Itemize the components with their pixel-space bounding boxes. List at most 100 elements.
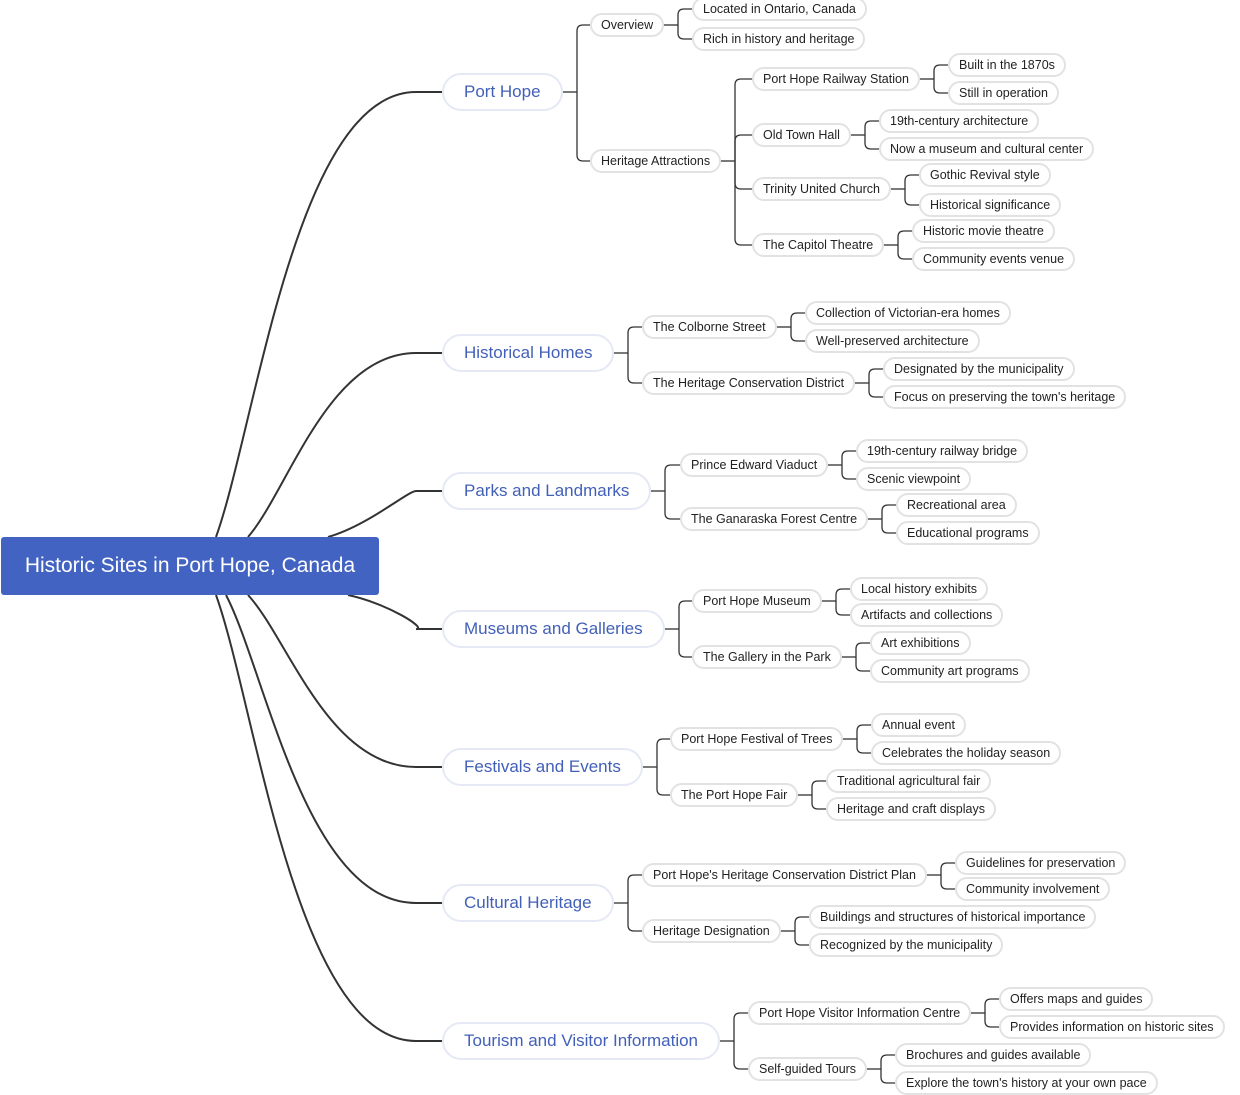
bracket-port-hope-visitor-information-centre-link-1 bbox=[984, 1013, 999, 1028]
subtopic-port-hope-festival-of-trees[interactable]: Port Hope Festival of Trees bbox=[670, 727, 844, 751]
detail-celebrates-the-holiday-season[interactable]: Celebrates the holiday season bbox=[871, 741, 1062, 765]
attraction-port-hope-railway-station[interactable]: Port Hope Railway Station bbox=[752, 67, 920, 91]
detail-local-history-exhibits[interactable]: Local history exhibits bbox=[850, 577, 989, 601]
bracket-port-hope-visitor-information-centre-link-0 bbox=[984, 998, 999, 1013]
bracket-prince-edward-viaduct-link-1 bbox=[841, 465, 856, 480]
bracket-old-town-hall-link-0 bbox=[864, 120, 879, 135]
topic-festivals-and-events[interactable]: Festivals and Events bbox=[442, 748, 643, 786]
bracket-cultural-heritage-link-1 bbox=[627, 903, 642, 932]
subtopic-heritage-attractions[interactable]: Heritage Attractions bbox=[590, 149, 722, 173]
edge-root-to-tourism-and-visitor-information bbox=[215, 594, 442, 1042]
detail-19th-century-railway-bridge[interactable]: 19th-century railway bridge bbox=[856, 439, 1029, 463]
topic-cultural-heritage[interactable]: Cultural Heritage bbox=[442, 884, 614, 922]
bracket-festivals-and-events-link-0 bbox=[656, 738, 670, 767]
bracket-port-hope-festival-of-trees-link-1 bbox=[856, 739, 871, 754]
root-topic[interactable]: Historic Sites in Port Hope, Canada bbox=[1, 537, 379, 595]
bracket-the-colborne-street-link-0 bbox=[790, 312, 805, 327]
subtopic-port-hope-s-heritage-conservation-district-plan[interactable]: Port Hope's Heritage Conservation Distri… bbox=[642, 863, 927, 887]
topic-port-hope[interactable]: Port Hope bbox=[442, 73, 563, 111]
detail-explore-the-town-s-history-at-your-own-pace[interactable]: Explore the town's history at your own p… bbox=[895, 1071, 1158, 1095]
detail-buildings-and-structures-of-historical-importance[interactable]: Buildings and structures of historical i… bbox=[809, 905, 1097, 929]
detail-scenic-viewpoint[interactable]: Scenic viewpoint bbox=[856, 467, 972, 491]
attraction-old-town-hall[interactable]: Old Town Hall bbox=[752, 123, 851, 147]
detail-art-exhibitions[interactable]: Art exhibitions bbox=[870, 631, 971, 655]
bracket-the-ganaraska-forest-centre-link-1 bbox=[881, 519, 896, 534]
detail-community-art-programs[interactable]: Community art programs bbox=[870, 659, 1030, 683]
subtopic-the-gallery-in-the-park[interactable]: The Gallery in the Park bbox=[692, 645, 842, 669]
detail-brochures-and-guides-available[interactable]: Brochures and guides available bbox=[895, 1043, 1092, 1067]
bracket-museums-and-galleries-link-0 bbox=[678, 600, 692, 629]
bracket-heritage-designation-link-0 bbox=[794, 916, 809, 931]
subtopic-prince-edward-viaduct[interactable]: Prince Edward Viaduct bbox=[680, 453, 829, 477]
bracket-port-hope-museum-link-1 bbox=[835, 601, 850, 616]
detail-collection-of-victorian-era-homes[interactable]: Collection of Victorian-era homes bbox=[805, 301, 1011, 325]
bracket-old-town-hall-link-1 bbox=[864, 135, 879, 150]
subtopic-port-hope-visitor-information-centre[interactable]: Port Hope Visitor Information Centre bbox=[748, 1001, 972, 1025]
topic-historical-homes[interactable]: Historical Homes bbox=[442, 334, 615, 372]
edge-root-to-museums-and-galleries bbox=[347, 594, 442, 630]
edge-root-to-parks-and-landmarks bbox=[327, 490, 442, 538]
detail-gothic-revival-style[interactable]: Gothic Revival style bbox=[919, 163, 1051, 187]
detail-guidelines-for-preservation[interactable]: Guidelines for preservation bbox=[955, 851, 1127, 875]
detail-provides-information-on-historic-sites[interactable]: Provides information on historic sites bbox=[999, 1015, 1225, 1039]
subtopic-self-guided-tours[interactable]: Self-guided Tours bbox=[748, 1057, 868, 1081]
detail-offers-maps-and-guides[interactable]: Offers maps and guides bbox=[999, 987, 1154, 1011]
detail-well-preserved-architecture[interactable]: Well-preserved architecture bbox=[805, 329, 980, 353]
bracket-the-port-hope-fair-link-1 bbox=[811, 795, 826, 810]
detail-artifacts-and-collections[interactable]: Artifacts and collections bbox=[850, 603, 1004, 627]
detail-community-events-venue[interactable]: Community events venue bbox=[912, 247, 1076, 271]
detail-rich-in-history-and-heritage[interactable]: Rich in history and heritage bbox=[692, 27, 866, 51]
detail-recreational-area[interactable]: Recreational area bbox=[896, 493, 1017, 517]
bracket-the-capitol-theatre-link-1 bbox=[897, 245, 912, 260]
bracket-tourism-and-visitor-information-link-1 bbox=[733, 1041, 748, 1070]
bracket-self-guided-tours-link-0 bbox=[880, 1054, 895, 1069]
detail-19th-century-architecture[interactable]: 19th-century architecture bbox=[879, 109, 1040, 133]
detail-community-involvement[interactable]: Community involvement bbox=[955, 877, 1111, 901]
detail-built-in-the-1870s[interactable]: Built in the 1870s bbox=[948, 53, 1066, 77]
bracket-port-hope-railway-station-link-1 bbox=[933, 79, 948, 94]
bracket-the-gallery-in-the-park-link-1 bbox=[855, 657, 870, 672]
bracket-port-hope-museum-link-0 bbox=[835, 588, 850, 601]
subtopic-heritage-designation[interactable]: Heritage Designation bbox=[642, 919, 781, 943]
detail-historical-significance[interactable]: Historical significance bbox=[919, 193, 1062, 217]
subtopic-the-port-hope-fair[interactable]: The Port Hope Fair bbox=[670, 783, 799, 807]
bracket-historical-homes-link-0 bbox=[627, 326, 642, 353]
bracket-cultural-heritage-link-0 bbox=[627, 874, 642, 903]
detail-focus-on-preserving-the-town-s-heritage[interactable]: Focus on preserving the town's heritage bbox=[883, 385, 1127, 409]
detail-heritage-and-craft-displays[interactable]: Heritage and craft displays bbox=[826, 797, 996, 821]
bracket-prince-edward-viaduct-link-0 bbox=[841, 450, 856, 465]
detail-annual-event[interactable]: Annual event bbox=[871, 713, 966, 737]
detail-recognized-by-the-municipality[interactable]: Recognized by the municipality bbox=[809, 933, 1004, 957]
bracket-the-port-hope-fair-link-0 bbox=[811, 780, 826, 795]
bracket-overview-link-0 bbox=[677, 8, 692, 25]
bracket-festivals-and-events-link-1 bbox=[656, 767, 670, 796]
attraction-trinity-united-church[interactable]: Trinity United Church bbox=[752, 177, 891, 201]
bracket-port-hope-link-1 bbox=[576, 92, 590, 162]
subtopic-port-hope-museum[interactable]: Port Hope Museum bbox=[692, 589, 822, 613]
bracket-self-guided-tours-link-1 bbox=[880, 1069, 895, 1084]
detail-still-in-operation[interactable]: Still in operation bbox=[948, 81, 1059, 105]
subtopic-overview[interactable]: Overview bbox=[590, 13, 665, 37]
attraction-the-capitol-theatre[interactable]: The Capitol Theatre bbox=[752, 233, 885, 257]
topic-museums-and-galleries[interactable]: Museums and Galleries bbox=[442, 610, 665, 648]
detail-now-a-museum-and-cultural-center[interactable]: Now a museum and cultural center bbox=[879, 137, 1095, 161]
bracket-tourism-and-visitor-information-link-0 bbox=[733, 1012, 748, 1041]
subtopic-the-ganaraska-forest-centre[interactable]: The Ganaraska Forest Centre bbox=[680, 507, 869, 531]
topic-tourism-and-visitor-information[interactable]: Tourism and Visitor Information bbox=[442, 1022, 721, 1060]
bracket-heritage-attractions-link-0 bbox=[734, 78, 752, 161]
detail-traditional-agricultural-fair[interactable]: Traditional agricultural fair bbox=[826, 769, 992, 793]
bracket-port-hope-railway-station-link-0 bbox=[933, 64, 948, 79]
bracket-heritage-attractions-link-1 bbox=[734, 134, 752, 161]
topic-parks-and-landmarks[interactable]: Parks and Landmarks bbox=[442, 472, 652, 510]
edge-root-to-historical-homes bbox=[247, 352, 442, 538]
bracket-heritage-attractions-link-2 bbox=[734, 161, 752, 190]
bracket-port-hope-s-heritage-conservation-district-plan-link-0 bbox=[940, 862, 955, 875]
bracket-trinity-united-church-link-0 bbox=[904, 174, 919, 189]
subtopic-the-heritage-conservation-district[interactable]: The Heritage Conservation District bbox=[642, 371, 856, 395]
detail-historic-movie-theatre[interactable]: Historic movie theatre bbox=[912, 219, 1055, 243]
detail-designated-by-the-municipality[interactable]: Designated by the municipality bbox=[883, 357, 1075, 381]
subtopic-the-colborne-street[interactable]: The Colborne Street bbox=[642, 315, 777, 339]
detail-located-in-ontario-canada[interactable]: Located in Ontario, Canada bbox=[692, 0, 867, 21]
detail-educational-programs[interactable]: Educational programs bbox=[896, 521, 1040, 545]
